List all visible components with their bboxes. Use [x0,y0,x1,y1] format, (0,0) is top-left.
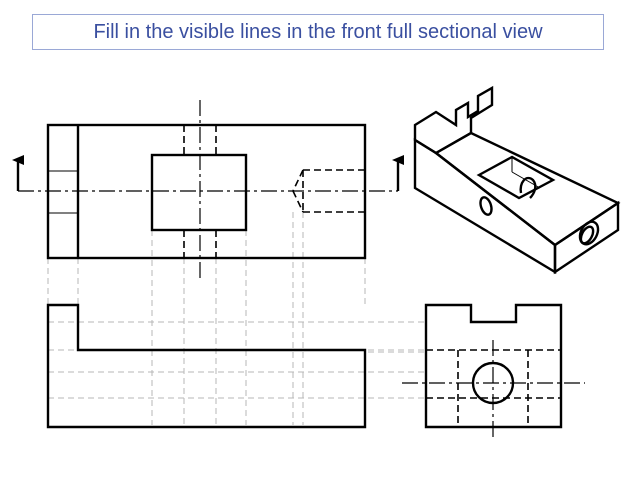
iso-square-opening [476,155,556,200]
instruction-title: Fill in the visible lines in the front f… [93,20,543,43]
iso-top-face [433,131,621,247]
front-view-section [46,303,367,429]
instruction-title-box: Fill in the visible lines in the front f… [32,14,604,50]
side-view [402,303,585,438]
top-view-square-opening [150,153,248,232]
iso-side-hole [479,196,493,216]
side-view-outline [424,303,563,429]
projection-lines [47,212,426,425]
isometric-view [413,85,621,275]
front-view-outline [46,303,367,429]
iso-left-face [413,137,557,275]
top-view [12,100,404,282]
iso-end-face [553,200,620,275]
